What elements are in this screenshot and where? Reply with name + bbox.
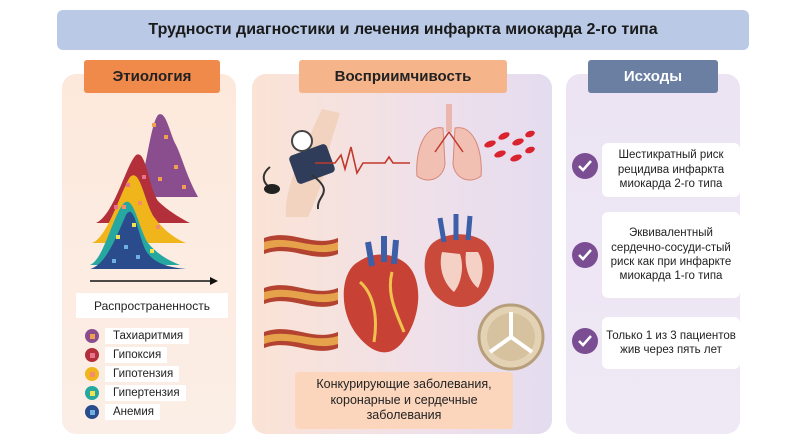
legend-item-anemia: Анемия xyxy=(85,403,160,421)
ridgeline-plot-illustration xyxy=(90,114,218,285)
outcome-item-3: Только 1 из 3 пациентов жив через пять л… xyxy=(602,317,740,369)
legend-marker xyxy=(85,348,99,362)
legend-marker xyxy=(85,405,99,419)
artery-plaque-icon xyxy=(264,235,338,351)
outcome-item-2: Эквивалентный сердечно-сосуди-стый риск … xyxy=(602,212,740,298)
check-icon xyxy=(572,328,598,354)
legend-item-tachyarrhythmia: Тахиаритмия xyxy=(85,327,190,345)
legend-item-hypoxia: Гипоксия xyxy=(85,346,168,364)
red-blood-cells-icon xyxy=(484,130,535,162)
etiology-header: Этиология xyxy=(84,60,220,93)
prevalence-label: Распространенность xyxy=(76,293,228,318)
legend-marker xyxy=(85,367,99,381)
comorbidities-box: Конкурирующие заболевания, коронарные и … xyxy=(295,372,513,429)
check-icon xyxy=(572,242,598,268)
ecg-line-icon xyxy=(315,146,410,175)
outcomes-header: Исходы xyxy=(588,60,718,93)
outcome-item-1: Шестикратный риск рецидива инфаркта миок… xyxy=(602,143,740,197)
heart-icon xyxy=(343,236,419,353)
page-title: Трудности диагностики и лечения инфаркта… xyxy=(57,10,749,50)
susceptibility-header: Восприимчивость xyxy=(299,60,507,93)
legend-item-hypertension: Гипертензия xyxy=(85,384,186,402)
legend-marker xyxy=(85,386,99,400)
legend-marker xyxy=(85,329,99,343)
vessel-cross-section-icon xyxy=(477,303,545,371)
legend-item-hypotension: Гипотензия xyxy=(85,365,180,383)
heart-cross-section-icon xyxy=(424,214,494,307)
blood-pressure-cuff-icon xyxy=(262,109,340,217)
lungs-icon xyxy=(416,104,482,181)
check-icon xyxy=(572,153,598,179)
